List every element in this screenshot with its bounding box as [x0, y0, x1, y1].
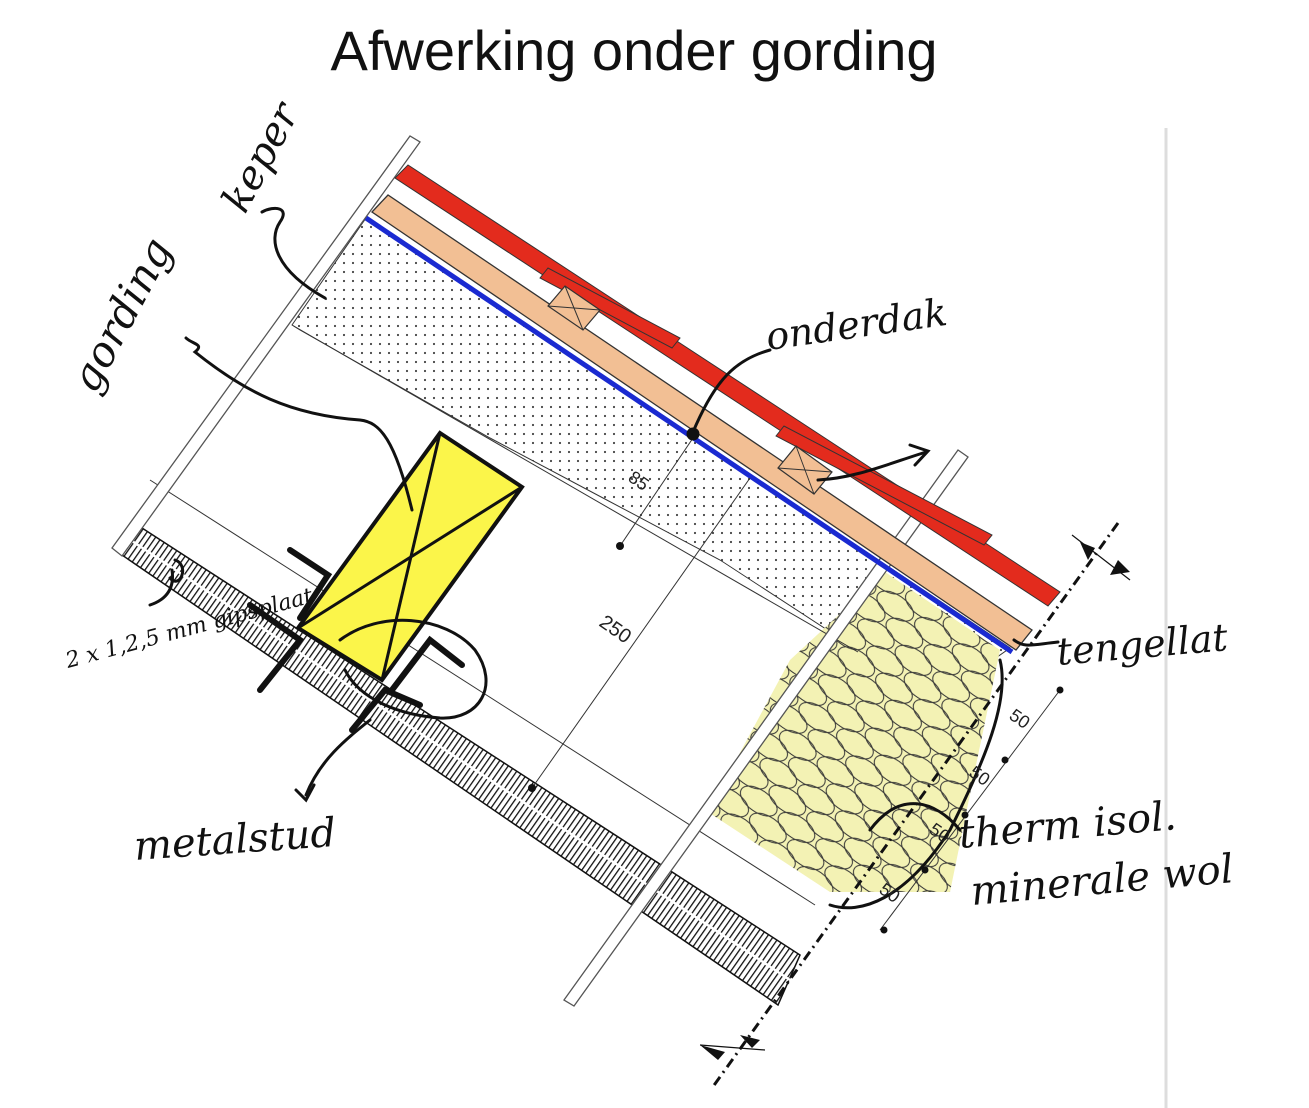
label-therm-isol: therm isol.: [957, 793, 1178, 858]
label-metalstud: metalstud: [132, 810, 337, 870]
mineral-wool: [708, 572, 1000, 892]
label-tengellat: tengellat: [1055, 615, 1230, 674]
annotation-strokes: [148, 206, 1060, 910]
page-title: Afwerking onder gording: [330, 19, 938, 82]
dim-50-1: 50: [1006, 705, 1034, 733]
air-zone: [145, 325, 860, 892]
label-keper: keper: [213, 93, 310, 220]
gording-beam: [295, 430, 525, 683]
label-gording: gording: [61, 230, 182, 400]
metalstud-profiles: [247, 547, 465, 733]
label-onderdak: onderdak: [763, 290, 950, 359]
roof-tile-overlap-2: [775, 425, 993, 546]
cut-line-mid: [563, 449, 969, 1007]
panlat-1: [547, 285, 601, 331]
section-marker-bottom: [699, 1035, 766, 1060]
section-line: [710, 522, 1120, 1089]
panlat-2: [777, 445, 833, 495]
section-marker-top: [1071, 534, 1131, 581]
roof-tile-overlap-1: [539, 267, 681, 349]
tengellat-batten: [371, 194, 1033, 651]
label-minerale-wol: minerale wol: [969, 846, 1235, 915]
cut-line-left: [111, 135, 421, 557]
